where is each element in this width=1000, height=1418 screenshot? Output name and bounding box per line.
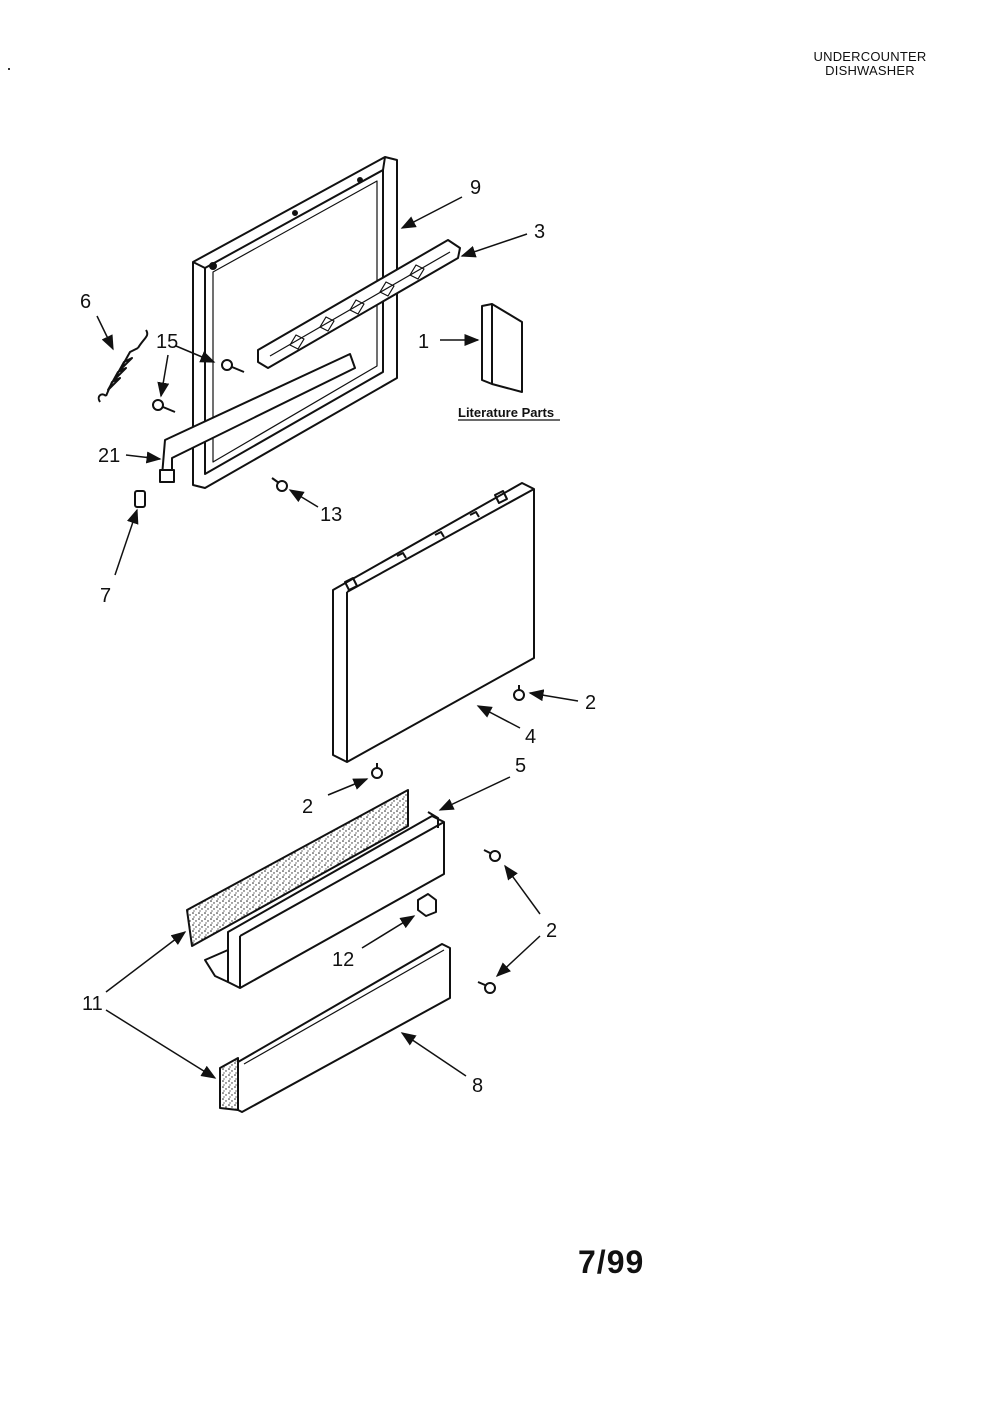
foam-insulation-upper xyxy=(186,789,409,947)
leader-4 xyxy=(476,705,521,729)
hinge-bar xyxy=(159,353,356,483)
literature-parts-label: Literature Parts xyxy=(458,405,554,420)
leader-15-upper xyxy=(175,345,216,363)
inner-door-frame xyxy=(192,156,398,489)
leader-3 xyxy=(460,233,528,258)
leader-5 xyxy=(438,776,511,811)
callout-21: 21 xyxy=(98,445,120,467)
callout-5: 5 xyxy=(515,755,526,777)
leader-lines xyxy=(96,196,579,1079)
screw-2-bottom xyxy=(371,763,383,779)
foam-insulation-lower xyxy=(219,1057,239,1111)
leader-2c-lower xyxy=(495,935,541,978)
header-line-1: UNDERCOUNTER xyxy=(813,49,927,64)
clip-12 xyxy=(417,893,437,917)
access-panel xyxy=(204,811,445,989)
leader-12 xyxy=(361,915,416,949)
leader-2b xyxy=(327,778,369,796)
toe-panel xyxy=(237,943,451,1113)
callout-15: 15 xyxy=(156,331,178,353)
leader-21 xyxy=(125,451,162,464)
callout-4: 4 xyxy=(525,726,536,748)
screw-2-right xyxy=(513,685,525,701)
callout-13: 13 xyxy=(320,504,342,526)
callout-6: 6 xyxy=(80,291,91,313)
callout-2-panel: 2 xyxy=(546,920,557,942)
leader-15-lower xyxy=(157,354,170,398)
leader-8 xyxy=(400,1032,467,1077)
screw-15-lower xyxy=(152,399,176,413)
leader-9 xyxy=(400,196,463,229)
scan-speck xyxy=(8,68,10,70)
callout-12: 12 xyxy=(332,949,354,971)
clip-7 xyxy=(134,490,146,508)
literature-booklet xyxy=(481,303,523,393)
leader-11-upper xyxy=(105,931,187,993)
callout-2-left: 2 xyxy=(302,796,313,818)
rack-rail-bracket xyxy=(257,239,461,369)
leader-6 xyxy=(96,315,114,351)
callout-1: 1 xyxy=(418,331,429,353)
callout-3: 3 xyxy=(534,221,545,243)
leader-11-lower xyxy=(105,1009,217,1079)
callout-7: 7 xyxy=(100,585,111,607)
outer-door-panel xyxy=(332,482,535,763)
document-header: UNDERCOUNTER DISHWASHER xyxy=(780,50,960,78)
date-code: 7/99 xyxy=(578,1244,645,1280)
screw-13 xyxy=(271,477,288,492)
callout-11: 11 xyxy=(82,993,103,1015)
door-spring xyxy=(97,329,149,403)
leader-2a xyxy=(528,689,579,702)
screw-2-toe xyxy=(477,981,496,994)
screw-15-upper xyxy=(221,359,245,373)
callout-9: 9 xyxy=(470,177,481,199)
screw-2-panel xyxy=(483,849,501,862)
header-line-2: DISHWASHER xyxy=(825,63,915,78)
leader-13 xyxy=(288,489,319,508)
callout-2-right: 2 xyxy=(585,692,596,714)
callout-8: 8 xyxy=(472,1075,483,1097)
leader-2c-upper xyxy=(504,864,541,915)
leader-7 xyxy=(114,508,139,576)
